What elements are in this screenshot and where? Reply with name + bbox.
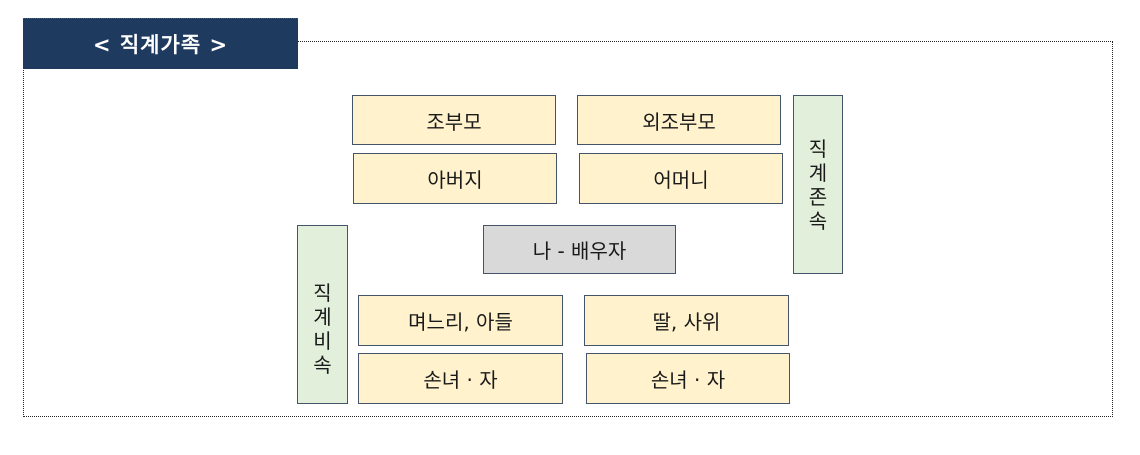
group-label-char: 계 <box>313 304 332 329</box>
diagram-frame <box>23 41 1113 417</box>
node-self-spouse: 나 - 배우자 <box>483 225 676 274</box>
group-lineal-descendants: 직 계 비 속 <box>297 225 348 404</box>
group-label-char: 직 <box>808 136 828 161</box>
diagram-title: < 직계가족 > <box>23 18 298 69</box>
node-paternal-grandparents: 조부모 <box>352 95 556 145</box>
node-maternal-grandparents: 외조부모 <box>577 95 781 145</box>
node-grandchildren-right: 손녀 · 자 <box>586 353 790 404</box>
node-mother: 어머니 <box>579 153 783 204</box>
group-label-char: 직 <box>313 280 332 305</box>
group-label-char: 속 <box>313 352 332 377</box>
node-son-daughter-in-law: 며느리, 아들 <box>358 295 563 346</box>
node-father: 아버지 <box>353 153 557 204</box>
group-lineal-ascendants: 직 계 존 속 <box>793 95 843 274</box>
node-grandchildren-left: 손녀 · 자 <box>358 353 563 404</box>
group-label-char: 속 <box>808 208 828 233</box>
group-label-char: 계 <box>808 160 828 185</box>
node-daughter-son-in-law: 딸, 사위 <box>584 295 789 346</box>
group-label-char: 존 <box>808 184 828 209</box>
group-label-char: 비 <box>313 328 332 353</box>
